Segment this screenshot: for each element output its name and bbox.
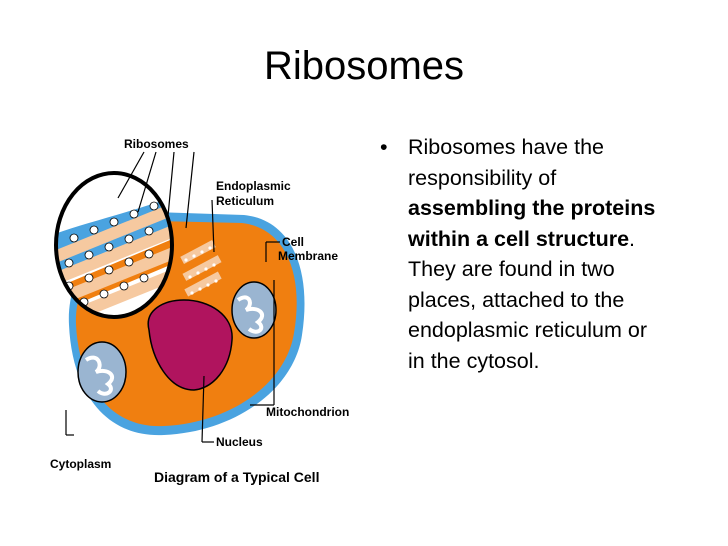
endoplasmic-reticulum [180,240,222,297]
figure-caption: Diagram of a Typical Cell [154,469,319,485]
bullet-text-rest: . They are found in two places, attached… [408,226,647,373]
mitochondrion-left [77,341,127,403]
label-mitochondrion: Mitochondrion [266,405,349,419]
cell-diagram: Ribosomes Endoplasmic Reticulum Cell Mem… [50,137,349,485]
label-er-line2: Reticulum [216,194,274,208]
bullet-text-intro: Ribosomes have the responsibility of [408,135,604,190]
nucleus [147,299,233,391]
label-cytoplasm: Cytoplasm [50,457,111,471]
label-nucleus: Nucleus [216,435,263,449]
mitochondrion-right [231,281,277,339]
bullet-list: • Ribosomes have the responsibility of as… [368,132,668,376]
bullet-dot: • [380,135,388,159]
label-ribosomes: Ribosomes [124,137,189,151]
label-membrane-line2: Membrane [278,249,338,263]
ribosome-dots [184,246,218,295]
label-membrane-line1: Cell [282,235,304,249]
label-er-line1: Endoplasmic [216,179,291,193]
bullet-item: • Ribosomes have the responsibility of as… [368,132,668,376]
ribosome-zoom-circle [54,171,174,319]
bullet-text-bold: assembling the proteins within a cell st… [408,196,656,251]
slide-title: Ribosomes [263,44,465,88]
